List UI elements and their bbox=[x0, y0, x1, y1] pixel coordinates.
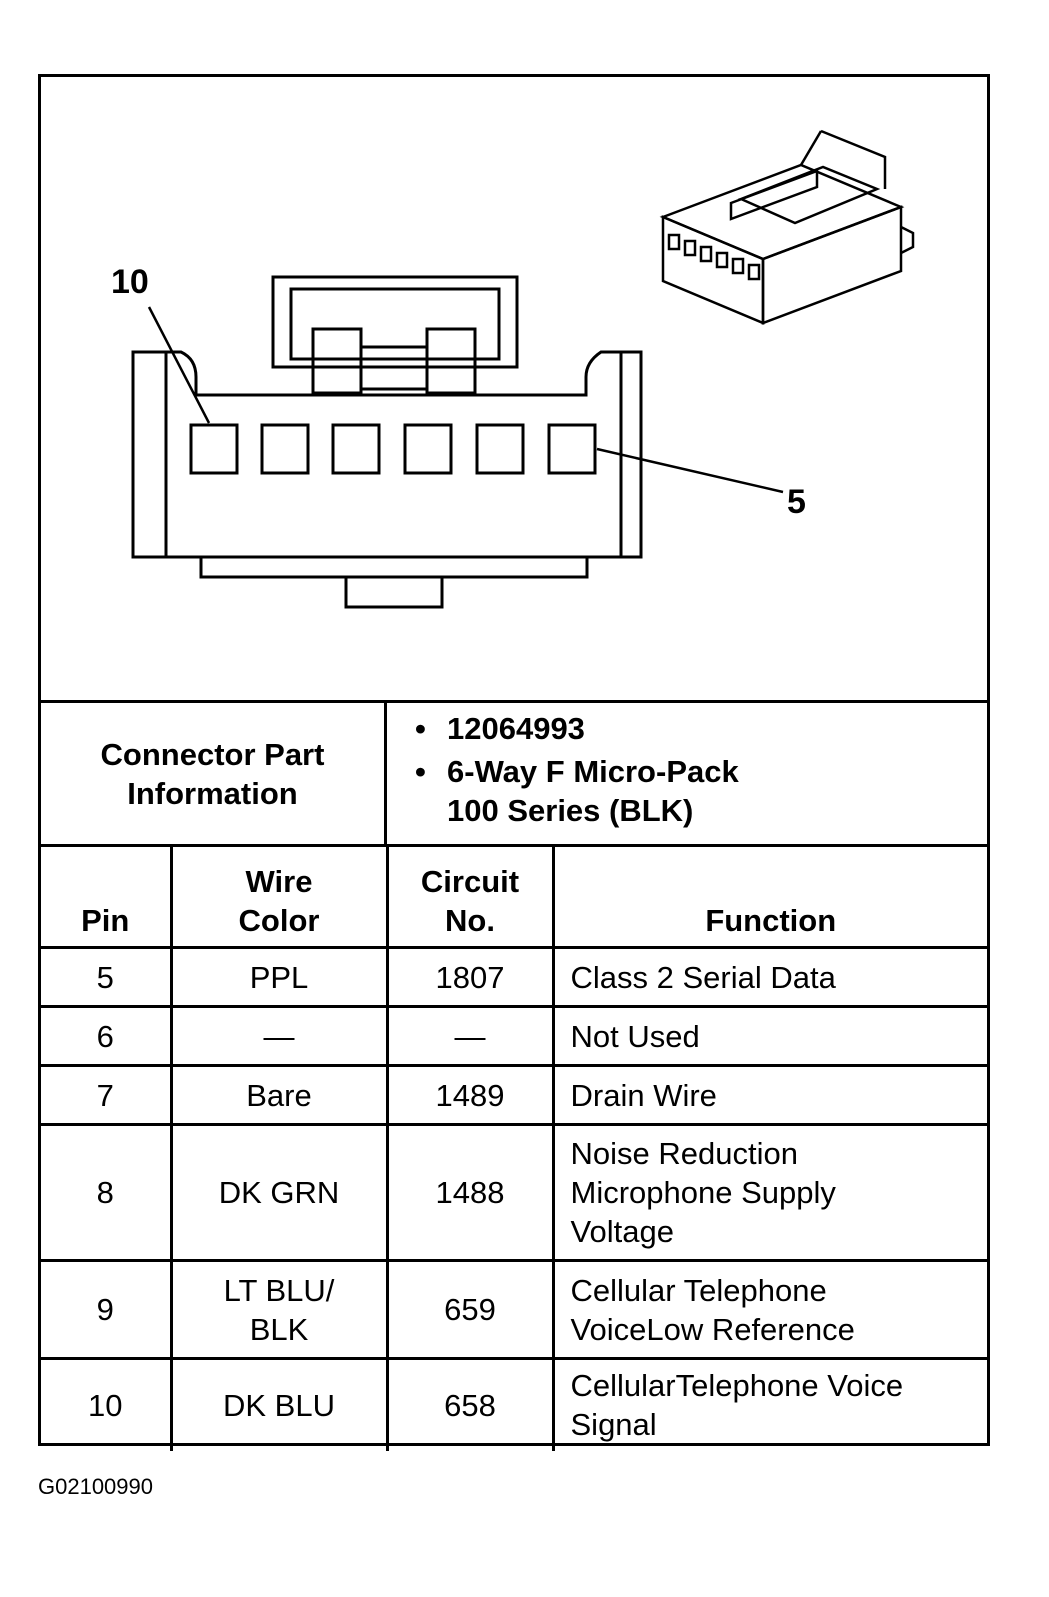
cell-wire-color: PPL bbox=[169, 946, 389, 1008]
cavity-pin-6 bbox=[475, 423, 525, 475]
part-info-label: Connector Part Information bbox=[41, 703, 387, 844]
figure-id: G02100990 bbox=[38, 1474, 153, 1499]
cell-function: Cellular Telephone VoiceLow Reference bbox=[551, 1259, 987, 1360]
table-row: 7 Bare 1489 Drain Wire bbox=[41, 1064, 987, 1126]
cavity-pin-8 bbox=[331, 423, 381, 475]
table-row: 6 — — Not Used bbox=[41, 1005, 987, 1067]
cell-pin: 6 bbox=[41, 1005, 173, 1067]
cavity-pin-7 bbox=[403, 423, 453, 475]
cavity-pin-5 bbox=[547, 423, 597, 475]
cell-circuit: 659 bbox=[385, 1259, 555, 1360]
connector-figure-frame: 10 5 Connector Part Information 12064993… bbox=[38, 74, 990, 1451]
cell-function: Drain Wire bbox=[551, 1064, 987, 1126]
connector-latch-top bbox=[271, 275, 519, 369]
cell-wire-color: — bbox=[169, 1005, 389, 1067]
connector-face-view bbox=[131, 129, 915, 609]
cell-circuit: 658 bbox=[385, 1357, 555, 1451]
table-row: 10 DK BLU 658 CellularTelephone Voice Si… bbox=[41, 1357, 987, 1451]
connector-isometric-view bbox=[659, 129, 915, 325]
table-row: 9 LT BLU/ BLK 659 Cellular Telephone Voi… bbox=[41, 1259, 987, 1360]
header-wire-color: Wire Color bbox=[169, 847, 389, 949]
cell-pin: 5 bbox=[41, 946, 173, 1008]
latch-tab-left bbox=[311, 327, 363, 395]
iso-cavity-4 bbox=[715, 251, 729, 269]
cell-wire-color: DK GRN bbox=[169, 1123, 389, 1262]
part-info-list: 12064993 6-Way F Micro-Pack 100 Series (… bbox=[387, 703, 987, 844]
housing-bottom-key bbox=[344, 575, 444, 609]
callout-pin-5: 5 bbox=[787, 483, 806, 521]
cell-circuit: 1807 bbox=[385, 946, 555, 1008]
cavity-pin-9 bbox=[260, 423, 310, 475]
cell-pin: 8 bbox=[41, 1123, 173, 1262]
connector-latch-inner bbox=[289, 287, 501, 361]
table-row: 5 PPL 1807 Class 2 Serial Data bbox=[41, 946, 987, 1008]
iso-side-clip bbox=[900, 225, 915, 255]
cell-pin: 10 bbox=[41, 1357, 173, 1451]
cell-function: CellularTelephone Voice Signal bbox=[551, 1357, 987, 1451]
pin-table: Pin Wire Color Circuit No. Function 5 PP… bbox=[41, 847, 987, 1451]
cell-pin: 9 bbox=[41, 1259, 173, 1360]
header-function: Function bbox=[551, 847, 987, 949]
cell-circuit: 1488 bbox=[385, 1123, 555, 1262]
part-number: 12064993 bbox=[415, 709, 987, 748]
connector-description: 6-Way F Micro-Pack 100 Series (BLK) bbox=[415, 752, 987, 830]
latch-bridge bbox=[359, 345, 429, 391]
table-row: 8 DK GRN 1488 Noise Reduction Microphone… bbox=[41, 1123, 987, 1262]
iso-latch-arm bbox=[820, 129, 887, 189]
cell-pin: 7 bbox=[41, 1064, 173, 1126]
pin-table-header: Pin Wire Color Circuit No. Function bbox=[41, 847, 987, 949]
cell-circuit: 1489 bbox=[385, 1064, 555, 1126]
cell-circuit: — bbox=[385, 1005, 555, 1067]
connector-drawing-area: 10 5 bbox=[41, 77, 987, 700]
iso-latch-ridge bbox=[729, 169, 819, 221]
header-pin: Pin bbox=[41, 847, 173, 949]
cell-wire-color: LT BLU/ BLK bbox=[169, 1259, 389, 1360]
leader-line-pin-5 bbox=[596, 447, 784, 494]
part-info-label-text: Connector Part Information bbox=[100, 736, 325, 811]
cell-wire-color: DK BLU bbox=[169, 1357, 389, 1451]
iso-latch-arm-edge bbox=[799, 130, 823, 166]
latch-tab-right bbox=[425, 327, 477, 395]
cell-function: Noise Reduction Microphone Supply Voltag… bbox=[551, 1123, 987, 1262]
cell-function: Class 2 Serial Data bbox=[551, 946, 987, 1008]
housing-bottom-rail bbox=[199, 555, 589, 579]
cell-function: Not Used bbox=[551, 1005, 987, 1067]
connector-housing-outline bbox=[131, 350, 643, 559]
cell-wire-color: Bare bbox=[169, 1064, 389, 1126]
iso-side-face bbox=[761, 205, 903, 325]
header-circuit: Circuit No. bbox=[385, 847, 555, 949]
iso-latch bbox=[737, 165, 881, 225]
leader-line-pin-10 bbox=[147, 306, 211, 424]
iso-top-face bbox=[659, 163, 905, 261]
iso-cavity-6 bbox=[747, 263, 761, 281]
iso-cavity-2 bbox=[683, 239, 697, 257]
iso-cavity-3 bbox=[699, 245, 713, 263]
cavity-pin-10 bbox=[189, 423, 239, 475]
connector-part-info: Connector Part Information 12064993 6-Wa… bbox=[41, 700, 987, 847]
iso-cavity-5 bbox=[731, 257, 745, 275]
callout-pin-10: 10 bbox=[111, 263, 149, 301]
iso-cavity-1 bbox=[667, 233, 681, 251]
